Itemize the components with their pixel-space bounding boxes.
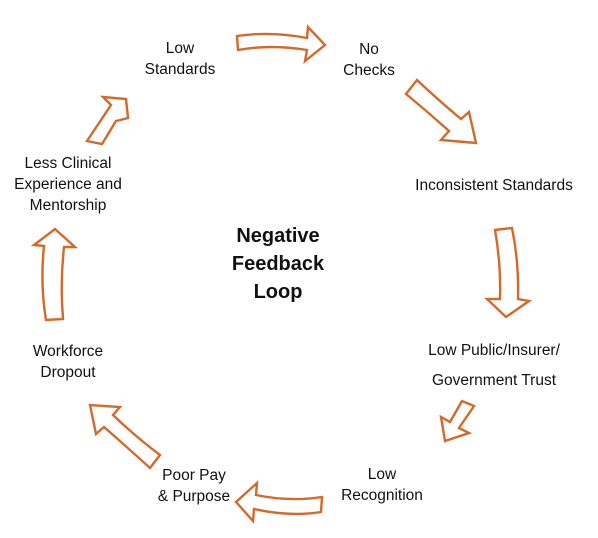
arrow-pay-to-dropout (88, 403, 162, 470)
arrow-experience-to-standards (85, 95, 130, 146)
center-title: Negative Feedback Loop (231, 225, 325, 303)
node-no-checks: No Checks (343, 41, 395, 79)
node-less-clinical-experience: Less Clinical Experience and Mentorship (14, 155, 122, 214)
arrow-checks-to-inconsistent (404, 78, 478, 145)
arrow-inconsistent-to-trust (483, 226, 533, 319)
node-poor-pay-purpose: Poor Pay & Purpose (157, 467, 231, 505)
arrow-recognition-to-pay (234, 480, 324, 524)
arrow-trust-to-recognition (439, 399, 476, 443)
node-low-standards: Low Standards (144, 40, 216, 78)
node-inconsistent-standards: Inconsistent Standards (415, 177, 573, 194)
arrow-standards-to-checks (235, 24, 327, 64)
node-low-trust: Low Public/Insurer/ Government Trust (428, 342, 560, 389)
node-workforce-dropout: Workforce Dropout (32, 343, 104, 381)
node-low-recognition: Low Recognition (341, 466, 423, 504)
arrow-dropout-to-experience (30, 227, 79, 322)
